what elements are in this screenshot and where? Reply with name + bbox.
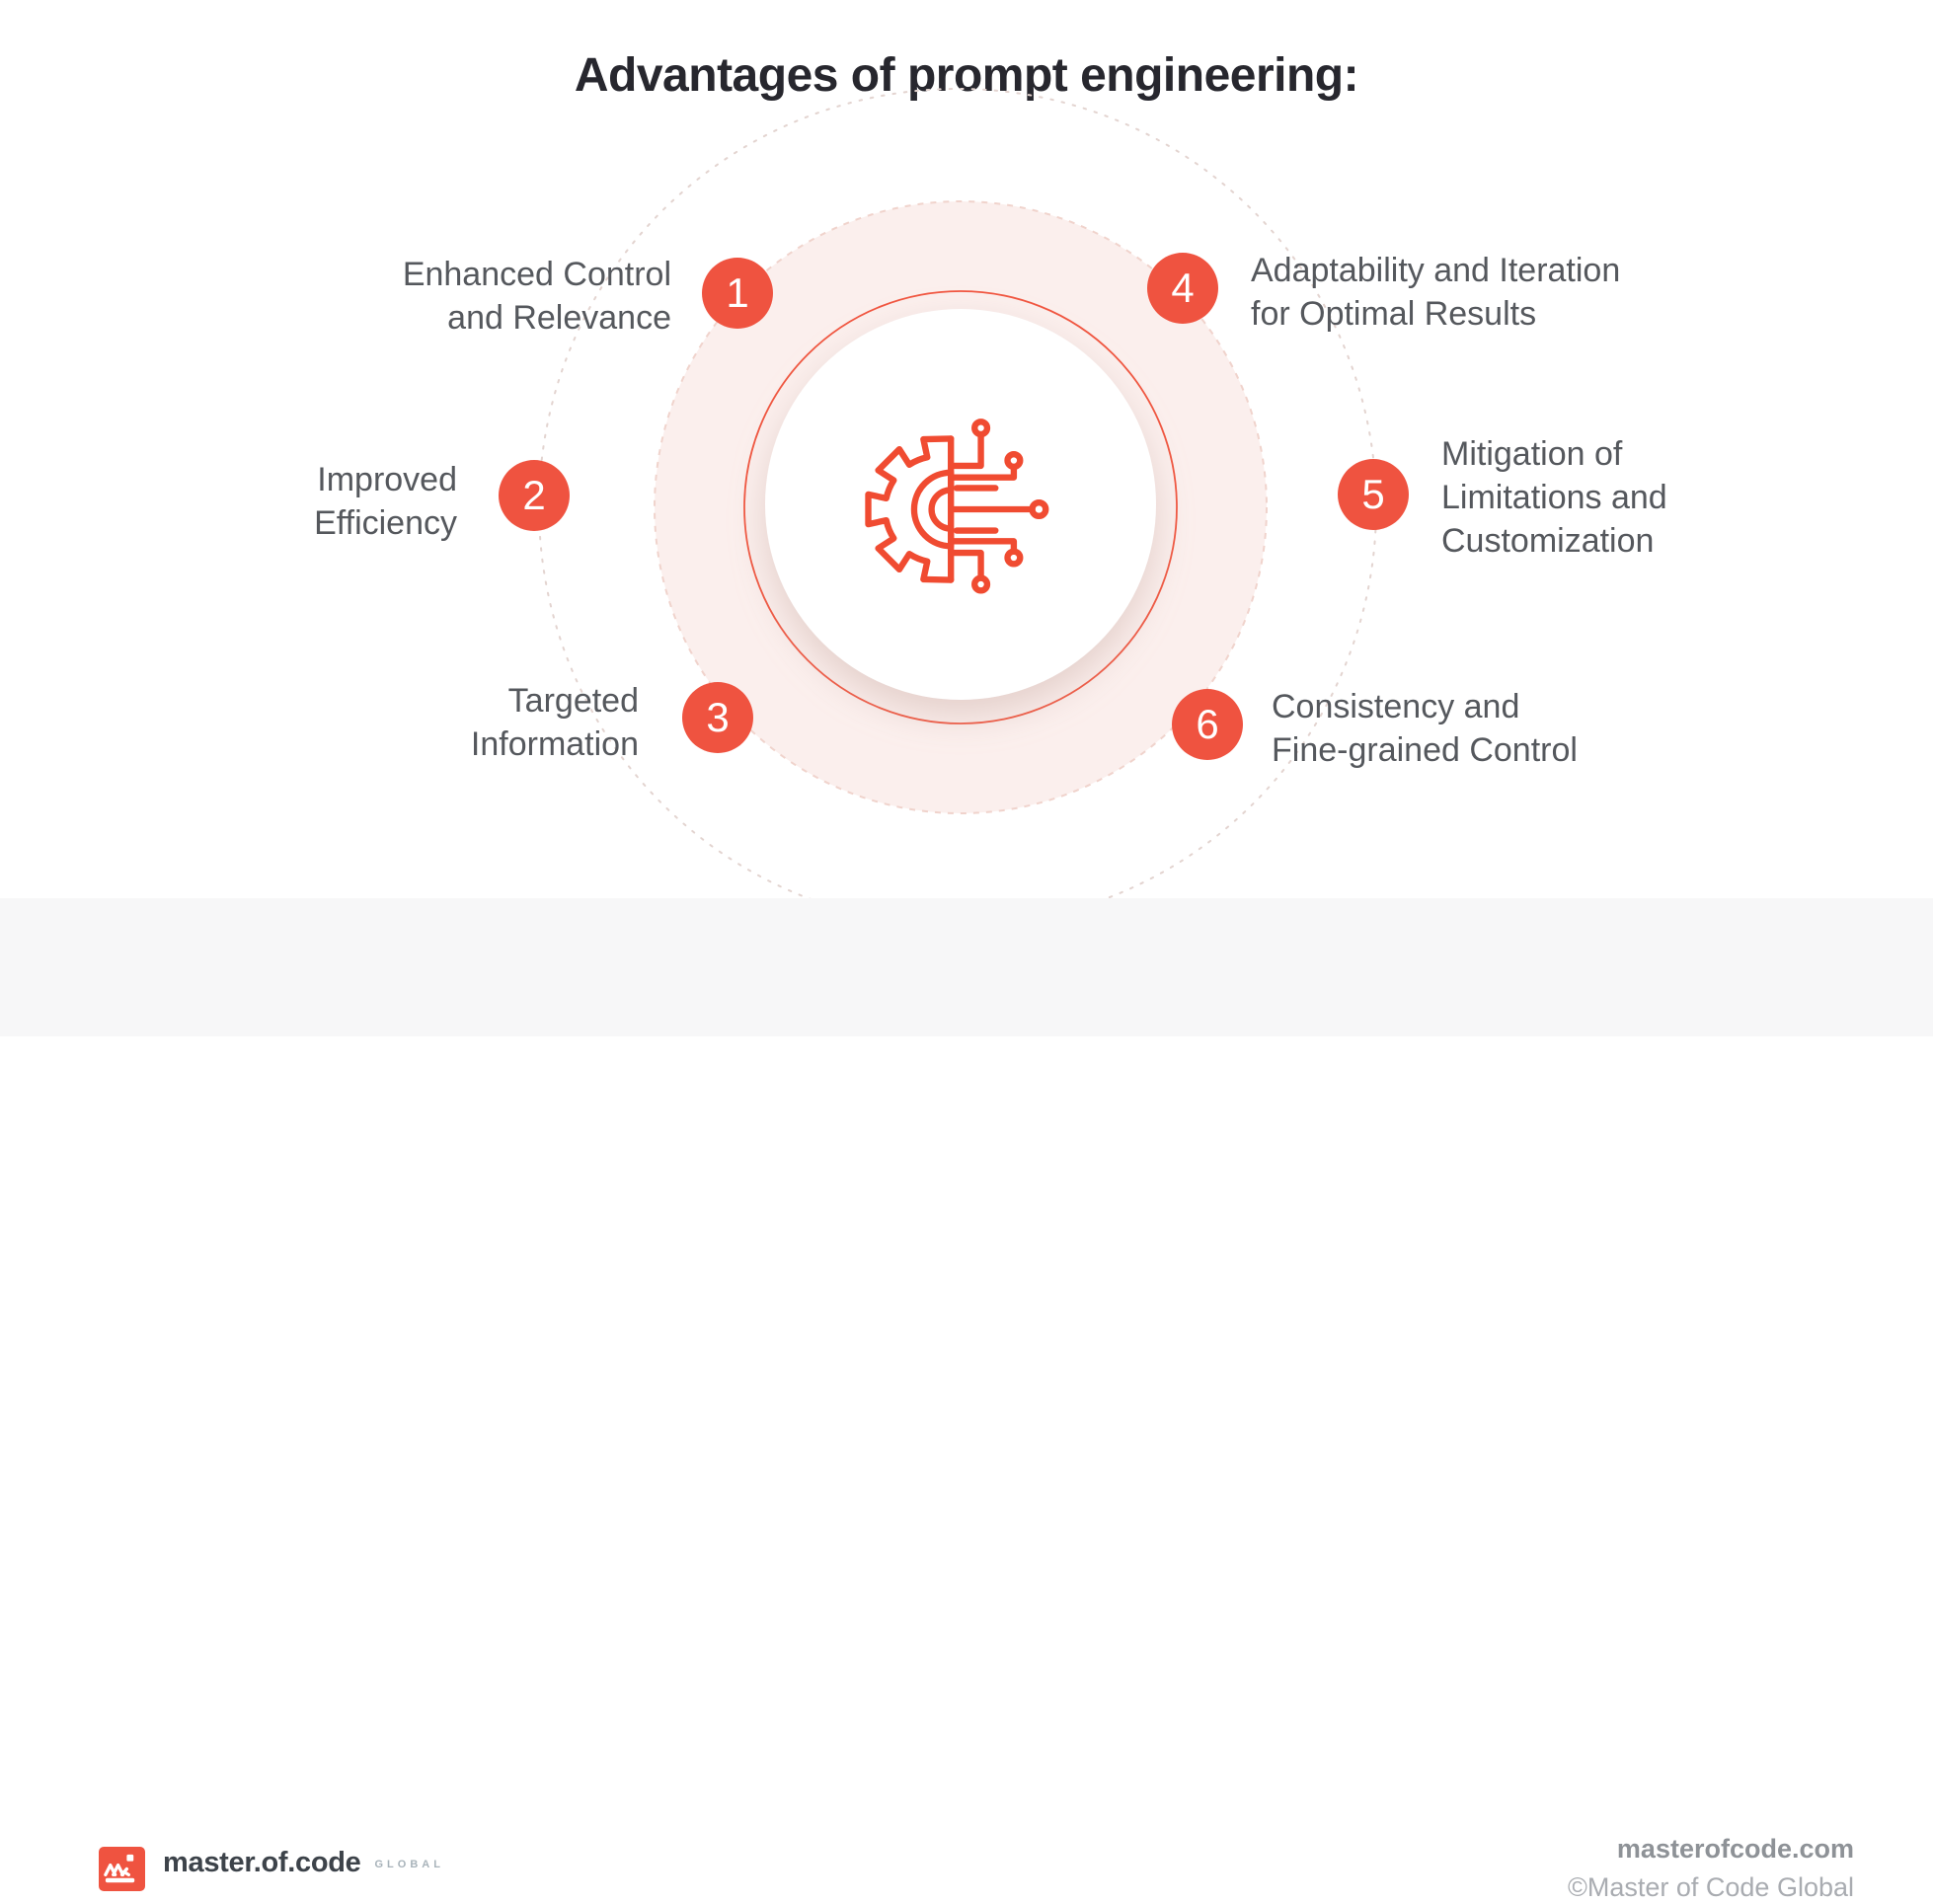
node-lower <box>1004 548 1024 568</box>
advantage-label-1: Enhanced Control and Relevance <box>296 253 671 340</box>
number-badge-5: 5 <box>1338 459 1409 530</box>
company-logo: master.of.code GLOBAL <box>99 1847 444 1891</box>
website-text: masterofcode.com <box>1616 1834 1854 1864</box>
number-badge-4: 4 <box>1147 253 1218 324</box>
number-badge-6: 6 <box>1172 689 1243 760</box>
advantage-label-3: Targeted Information <box>293 679 639 766</box>
trace-upper <box>948 463 1018 481</box>
logo-wordmark: master.of.code <box>163 1847 361 1878</box>
advantage-label-5: Mitigation of Limitations and Customizat… <box>1441 432 1876 563</box>
advantage-line: Targeted <box>507 682 639 720</box>
advantage-line: Information <box>470 725 639 763</box>
node-middle <box>1029 498 1049 520</box>
gear-circuit-icon <box>865 419 1049 594</box>
advantage-line: Adaptability and Iteration <box>1251 252 1621 289</box>
page-title: Advantages of prompt engineering: <box>574 49 1359 102</box>
advantage-line: Fine-grained Control <box>1272 731 1578 769</box>
trace-top <box>948 430 984 470</box>
logo-suffix: GLOBAL <box>374 1859 444 1870</box>
logo-square <box>99 1847 145 1891</box>
gear-half <box>865 435 955 583</box>
advantage-label-4: Adaptability and Iteration for Optimal R… <box>1251 249 1764 336</box>
trace-lower <box>948 538 1018 555</box>
crown-icon <box>104 1854 135 1883</box>
node-upper <box>1004 450 1024 471</box>
half-donut-core <box>910 469 955 550</box>
copyright-text: ©Master of Code Global <box>1567 1872 1854 1902</box>
node-bottom <box>971 574 991 594</box>
footer-bar: master.of.code GLOBAL masterofcode.com ©… <box>0 898 1933 1902</box>
advantage-line: Customization <box>1441 522 1655 560</box>
advantage-line: Efficiency <box>314 504 457 542</box>
advantage-label-2: Improved Efficiency <box>161 458 457 545</box>
number-badge-2: 2 <box>499 460 570 531</box>
advantage-line: Enhanced Control <box>402 256 671 293</box>
footer-credits: masterofcode.com ©Master of Code Global <box>1568 1832 1854 1904</box>
advantage-line: for Optimal Results <box>1251 295 1537 333</box>
trace-bottom <box>948 549 984 581</box>
advantage-line: Improved <box>317 461 457 498</box>
advantage-line: Mitigation of <box>1441 435 1623 473</box>
advantage-label-6: Consistency and Fine-grained Control <box>1272 685 1726 772</box>
advantage-line: Consistency and <box>1272 688 1520 725</box>
number-badge-1: 1 <box>702 258 773 329</box>
number-badge-3: 3 <box>682 682 753 753</box>
node-top <box>971 419 991 438</box>
advantage-line: and Relevance <box>447 299 671 337</box>
advantage-line: Limitations and <box>1441 479 1667 516</box>
